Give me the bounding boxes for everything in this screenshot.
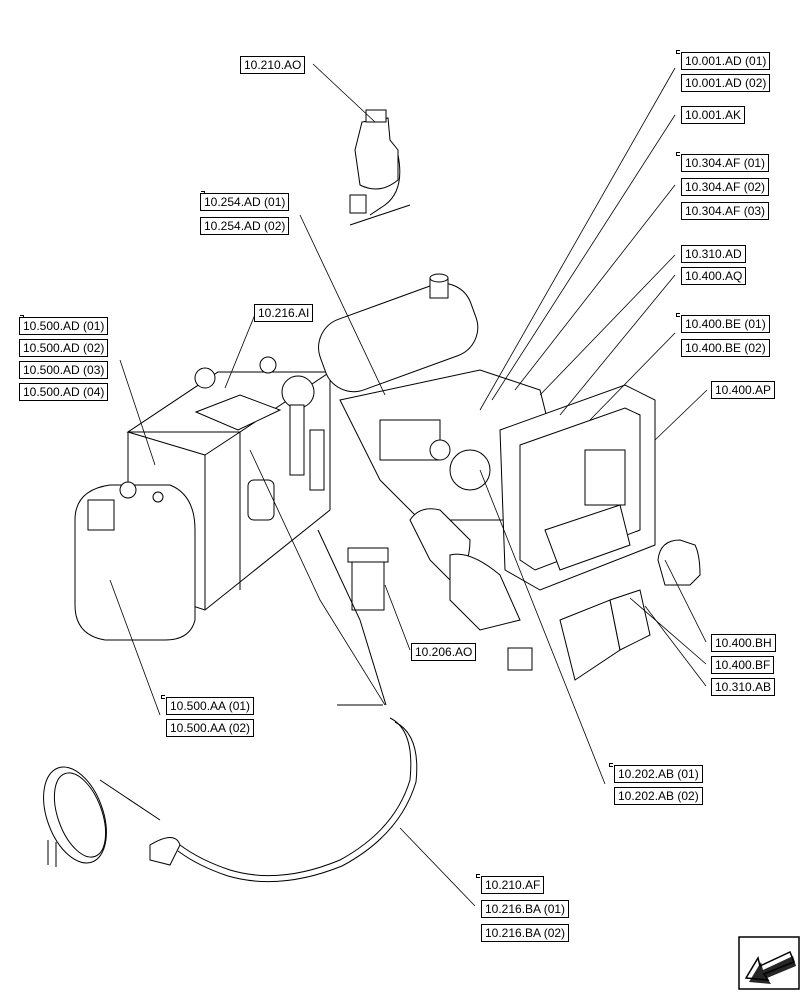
callout-10-500-aa-02[interactable]: 10.500.AA (02) xyxy=(166,719,255,737)
group-bracket xyxy=(676,313,680,317)
callout-10-400-be-01[interactable]: 10.400.BE (01) xyxy=(681,315,770,333)
leader-lines xyxy=(109,63,708,907)
callout-10-216-ai[interactable]: 10.216.AI xyxy=(254,304,314,322)
callout-10-400-bh[interactable]: 10.400.BH xyxy=(711,634,776,652)
callout-10-216-ba-01[interactable]: 10.216.BA (01) xyxy=(481,900,570,918)
callout-10-400-aq[interactable]: 10.400.AQ xyxy=(681,267,747,285)
group-bracket xyxy=(676,50,680,54)
cooling-pack-drawing xyxy=(499,384,656,681)
callout-10-400-ap[interactable]: 10.400.AP xyxy=(711,381,776,399)
callout-10-210-ao[interactable]: 10.210.AO xyxy=(240,56,306,74)
callout-10-210-af[interactable]: 10.210.AF xyxy=(481,876,545,894)
callout-10-310-ab[interactable]: 10.310.AB xyxy=(711,678,776,696)
group-bracket xyxy=(609,763,613,767)
callout-10-500-aa-01[interactable]: 10.500.AA (01) xyxy=(166,697,255,715)
group-bracket xyxy=(161,695,165,699)
fuel-line-drawing xyxy=(43,717,418,883)
washer-tank-drawing xyxy=(74,481,196,641)
callout-10-254-ad-02[interactable]: 10.254.AD (02) xyxy=(200,217,290,235)
callout-10-202-ab-01[interactable]: 10.202.AB (01) xyxy=(614,765,703,783)
callout-10-500-ad-03[interactable]: 10.500.AD (03) xyxy=(19,361,109,379)
callout-10-001-ak[interactable]: 10.001.AK xyxy=(681,106,746,124)
group-bracket xyxy=(676,152,680,156)
callout-10-001-ad-02[interactable]: 10.001.AD (02) xyxy=(681,74,771,92)
callout-10-254-ad-01[interactable]: 10.254.AD (01) xyxy=(200,193,290,211)
callout-10-500-ad-02[interactable]: 10.500.AD (02) xyxy=(19,339,109,357)
arrow-navigation-icon[interactable] xyxy=(738,936,800,990)
air-cleaner-drawing xyxy=(349,109,411,226)
callout-10-216-ba-02[interactable]: 10.216.BA (02) xyxy=(481,924,570,942)
coolant-reservoir-drawing xyxy=(657,539,701,586)
callout-10-001-ad-01[interactable]: 10.001.AD (01) xyxy=(681,52,771,70)
callout-10-202-ab-02[interactable]: 10.202.AB (02) xyxy=(614,787,703,805)
callout-10-400-bf[interactable]: 10.400.BF xyxy=(711,656,775,674)
group-bracket xyxy=(476,874,480,878)
callout-10-304-af-02[interactable]: 10.304.AF (02) xyxy=(681,178,770,196)
callout-10-304-af-03[interactable]: 10.304.AF (03) xyxy=(681,202,770,220)
callout-10-310-ad[interactable]: 10.310.AD xyxy=(681,245,746,263)
callout-10-500-ad-04[interactable]: 10.500.AD (04) xyxy=(19,383,109,401)
callout-10-206-ao[interactable]: 10.206.AO xyxy=(411,643,477,661)
callout-10-500-ad-01[interactable]: 10.500.AD (01) xyxy=(19,317,109,335)
callout-10-304-af-01[interactable]: 10.304.AF (01) xyxy=(681,154,770,172)
fuel-filter-drawing xyxy=(347,547,389,611)
callout-10-400-be-02[interactable]: 10.400.BE (02) xyxy=(681,339,770,357)
